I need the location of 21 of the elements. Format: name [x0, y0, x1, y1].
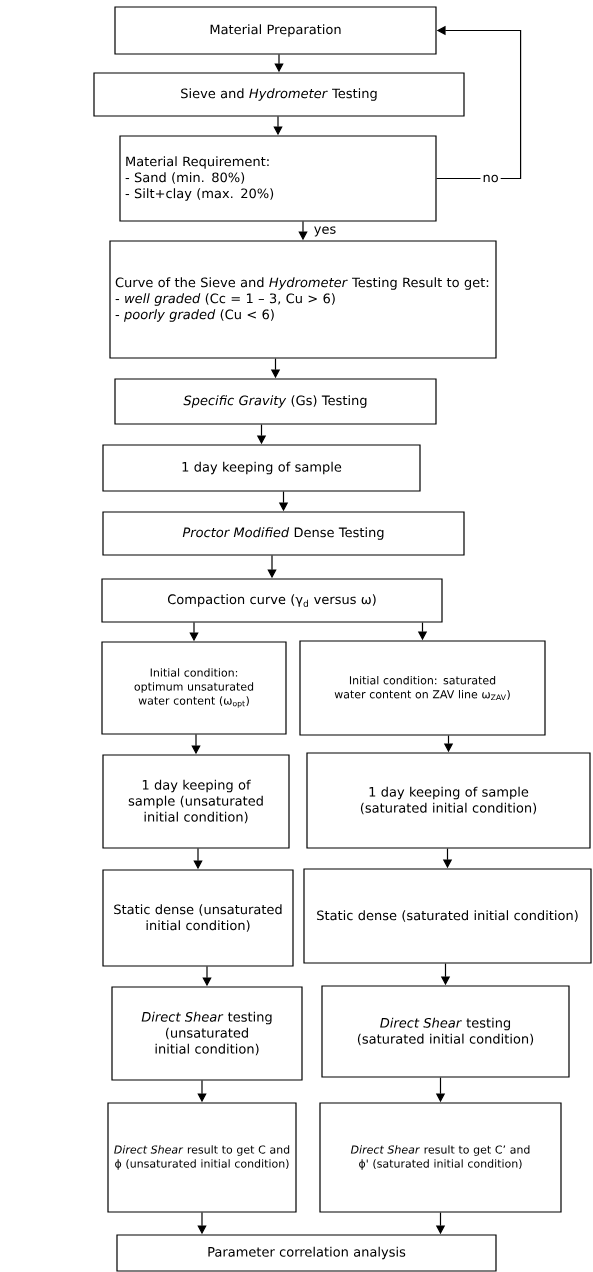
- edge-label: no: [480, 172, 501, 185]
- process-box: 1 day keeping of sample (unsaturated initial condition): [102, 754, 290, 849]
- process-box: Parameter correlation analysis: [116, 1234, 497, 1272]
- process-box: Material Preparation: [114, 6, 437, 55]
- process-box: Compaction curve (γ$_{d}$ versus ω): [101, 578, 443, 623]
- process-box: Material Requirement: - Sand (min. 80%) - Silt+clay (max. 20%): [119, 135, 437, 222]
- edge-label: yes: [311, 224, 339, 239]
- process-box: Sieve and Hydrometer Testing: [93, 72, 465, 117]
- process-box: Direct Shear result to get C and ϕ (unsaturated initial condition): [107, 1102, 297, 1213]
- process-box: Initial condition: saturated water content on ZAV line ω$_{ZAV}$): [299, 640, 546, 736]
- process-box: 1 day keeping of sample (saturated initial condition): [306, 752, 591, 849]
- process-box: Specific Gravity (Gs) Testing: [114, 378, 437, 425]
- process-box: Proctor Modified Dense Testing: [102, 511, 465, 556]
- process-box: Static dense (saturated initial condition): [303, 868, 592, 964]
- process-box: Curve of the Sieve and Hydrometer Testing Result to get: - well graded (Cc = 1 – 3, Cu > 6) - poorly graded (Cu < 6): [109, 240, 497, 359]
- process-box: Direct Shear testing (unsaturated initial condition): [111, 986, 303, 1081]
- process-box: Direct Shear result to get C’ and ϕ' (saturated initial condition): [319, 1102, 562, 1213]
- process-box: Static dense (unsaturated initial condition): [102, 869, 294, 967]
- process-box: 1 day keeping of sample: [102, 444, 421, 492]
- process-box: Initial condition: optimum unsaturated water content (ω$_{opt}$): [101, 641, 287, 735]
- process-box: Direct Shear testing (saturated initial condition): [321, 985, 570, 1078]
